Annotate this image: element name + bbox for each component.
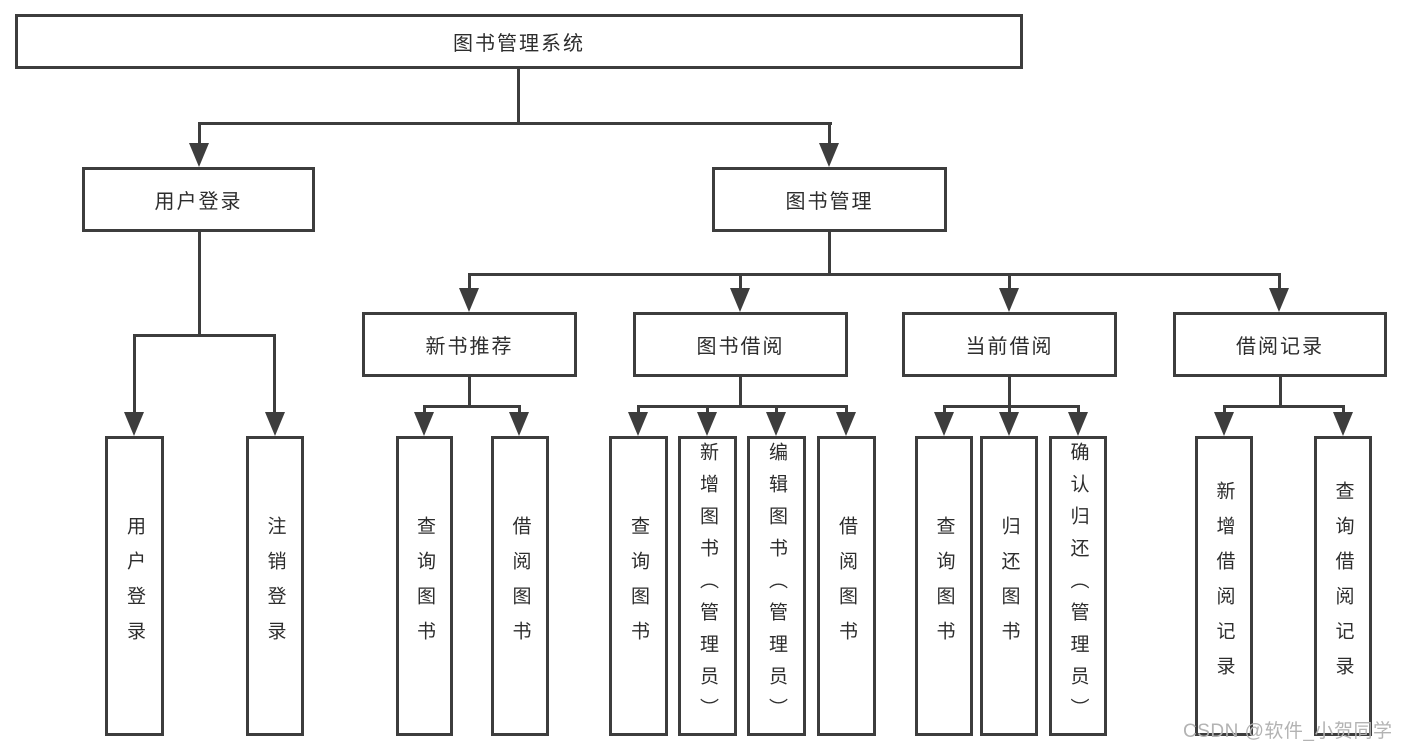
node-user-login-label: 用户登录 [154, 191, 243, 213]
leaf-query-borrow-record-label: 查询借阅记录 [1332, 481, 1354, 691]
connector-line [468, 273, 1281, 276]
watermark: CSDN @软件_小贺同学 [1183, 721, 1393, 742]
arrow-down-icon [999, 288, 1019, 312]
connector-line [518, 405, 521, 414]
node-root: 图书管理系统 [15, 14, 1023, 69]
leaf-add-borrow-record-label: 新增借阅记录 [1213, 481, 1235, 691]
node-book-borrow: 图书借阅 [633, 312, 848, 377]
connector-line [1342, 405, 1345, 414]
connector-line [133, 334, 136, 414]
connector-line [775, 405, 778, 414]
connector-line [1008, 273, 1011, 290]
leaf-user-login-label: 用户登录 [124, 516, 145, 656]
arrow-down-icon [628, 412, 648, 436]
connector-line [943, 405, 946, 414]
arrow-down-icon [836, 412, 856, 436]
connector-line [1279, 377, 1282, 408]
leaf-confirm-return-admin-label: 确认归还（管理员） [1067, 442, 1089, 730]
arrow-down-icon [730, 288, 750, 312]
arrow-down-icon [265, 412, 285, 436]
leaf-add-books-admin-label: 新增图书（管理员） [697, 442, 718, 730]
node-book-borrow-label: 图书借阅 [696, 336, 785, 358]
arrow-down-icon [124, 412, 144, 436]
leaf-confirm-return-admin: 确认归还（管理员） [1049, 436, 1107, 736]
leaf-newbook-borrow-books: 借阅图书 [491, 436, 549, 736]
node-user-login: 用户登录 [82, 167, 315, 232]
connector-line [637, 405, 640, 414]
node-current-borrow: 当前借阅 [902, 312, 1117, 377]
connector-line [198, 232, 201, 337]
leaf-logout: 注销登录 [246, 436, 304, 736]
leaf-borrow-query-books: 查询图书 [609, 436, 668, 736]
connector-line [517, 69, 520, 122]
connector-line [706, 405, 709, 414]
node-new-book-recommend-label: 新书推荐 [425, 336, 514, 358]
connector-line [739, 273, 742, 290]
connector-line [1223, 405, 1345, 408]
connector-line [273, 334, 276, 414]
connector-line [423, 405, 521, 408]
connector-line [198, 122, 201, 147]
connector-line [1077, 405, 1080, 414]
leaf-newbook-query-books: 查询图书 [396, 436, 453, 736]
arrow-down-icon [999, 412, 1019, 436]
arrow-down-icon [414, 412, 434, 436]
arrow-down-icon [766, 412, 786, 436]
connector-line [468, 273, 471, 290]
connector-line [637, 405, 847, 408]
node-borrow-records: 借阅记录 [1173, 312, 1387, 377]
node-new-book-recommend: 新书推荐 [362, 312, 577, 377]
connector-line [845, 405, 848, 414]
connector-line [1008, 377, 1011, 408]
arrow-down-icon [1214, 412, 1234, 436]
connector-line [1278, 273, 1281, 290]
leaf-current-query-books-label: 查询图书 [933, 516, 955, 656]
connector-line [943, 405, 1080, 408]
connector-line [133, 334, 276, 337]
leaf-newbook-query-books-label: 查询图书 [414, 516, 435, 656]
arrow-down-icon [1333, 412, 1353, 436]
arrow-down-icon [697, 412, 717, 436]
leaf-current-query-books: 查询图书 [915, 436, 973, 736]
leaf-newbook-borrow-books-label: 借阅图书 [509, 516, 531, 656]
connector-line [1008, 405, 1011, 414]
leaf-add-borrow-record: 新增借阅记录 [1195, 436, 1253, 736]
arrow-down-icon [189, 143, 209, 167]
leaf-user-login: 用户登录 [105, 436, 164, 736]
leaf-borrow-borrow-books: 借阅图书 [817, 436, 876, 736]
arrow-down-icon [1068, 412, 1088, 436]
connector-line [198, 122, 832, 125]
leaf-query-borrow-record: 查询借阅记录 [1314, 436, 1372, 736]
connector-line [828, 232, 831, 276]
leaf-edit-books-admin: 编辑图书（管理员） [747, 436, 806, 736]
leaf-return-books-label: 归还图书 [998, 516, 1020, 656]
connector-line [423, 405, 426, 414]
connector-line [739, 377, 742, 408]
connector-line [1223, 405, 1226, 414]
arrow-down-icon [1269, 288, 1289, 312]
arrow-down-icon [934, 412, 954, 436]
arrow-down-icon [459, 288, 479, 312]
connector-line [828, 122, 831, 147]
node-book-management-label: 图书管理 [785, 191, 874, 213]
node-root-label: 图书管理系统 [453, 33, 585, 55]
leaf-add-books-admin: 新增图书（管理员） [678, 436, 737, 736]
node-book-management: 图书管理 [712, 167, 947, 232]
leaf-borrow-borrow-books-label: 借阅图书 [836, 516, 857, 656]
arrow-down-icon [819, 143, 839, 167]
node-borrow-records-label: 借阅记录 [1236, 336, 1324, 358]
node-current-borrow-label: 当前借阅 [965, 336, 1054, 358]
connector-line [468, 377, 471, 408]
leaf-borrow-query-books-label: 查询图书 [628, 516, 649, 656]
arrow-down-icon [509, 412, 529, 436]
leaf-edit-books-admin-label: 编辑图书（管理员） [766, 442, 787, 730]
leaf-return-books: 归还图书 [980, 436, 1038, 736]
leaf-logout-label: 注销登录 [264, 516, 286, 656]
